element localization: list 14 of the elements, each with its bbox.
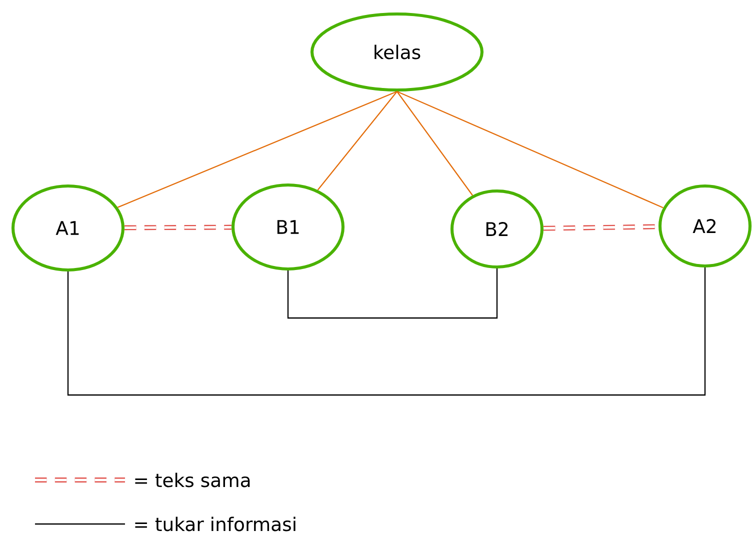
- connector-line: [396, 91, 474, 196]
- dashed-connector: [124, 224, 232, 230]
- connector-line: [287, 268, 498, 319]
- connector-line: [396, 90, 664, 208]
- connector-line: [67, 268, 706, 396]
- ellipse-node: B1: [231, 183, 345, 271]
- ellipse-node: A1: [11, 184, 125, 272]
- ellipse-node: B2: [450, 189, 544, 269]
- ellipse-node: kelas: [310, 12, 484, 92]
- connector-line: [317, 91, 398, 190]
- connector-line: [118, 90, 398, 208]
- legend-text: = teks sama: [135, 472, 250, 488]
- legend-text: = tukar informasi: [135, 516, 296, 532]
- ellipse-node: A2: [658, 184, 752, 268]
